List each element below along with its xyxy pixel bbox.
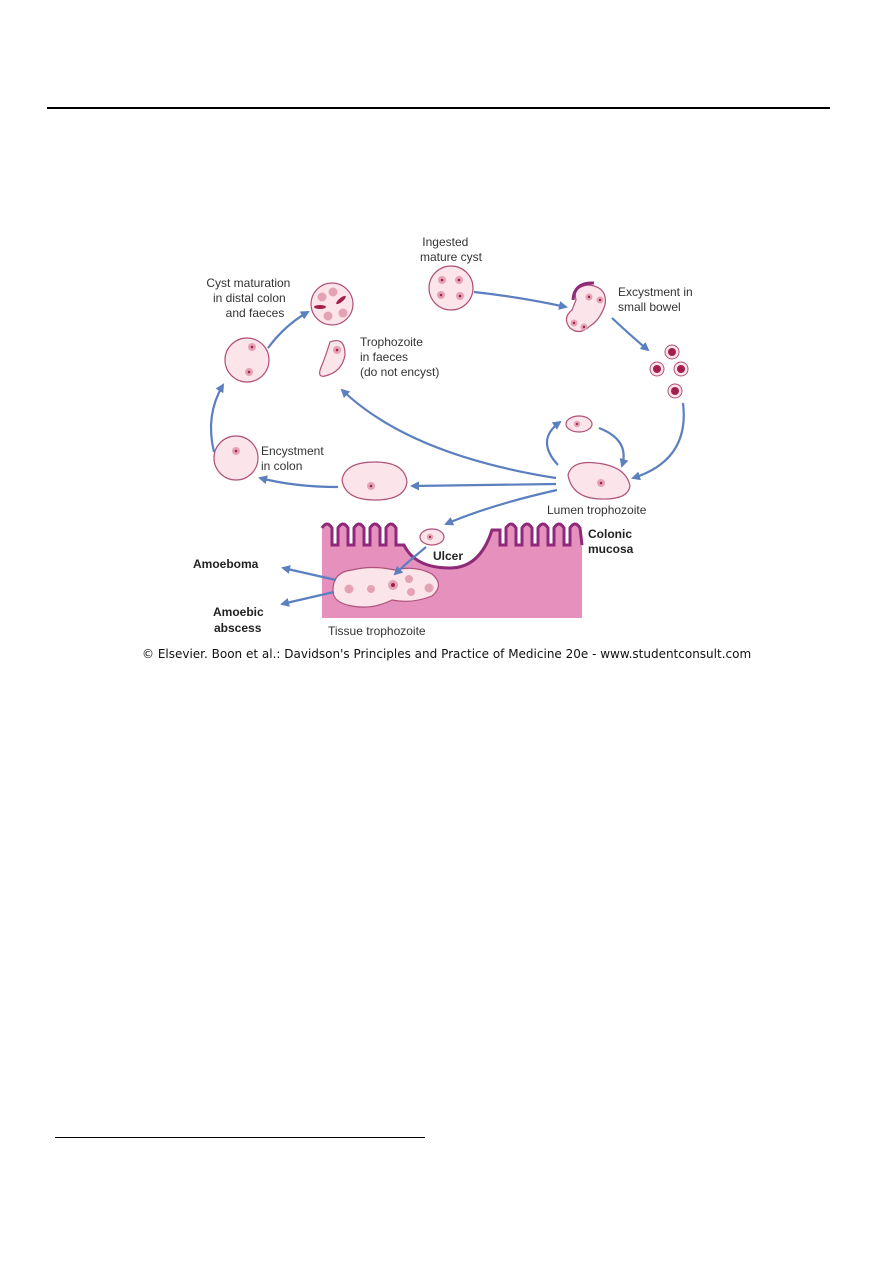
arrow-amoebulae-to-lumen	[631, 402, 685, 481]
arrow-lumen-to-small-loop	[545, 420, 562, 466]
label-amoeboma: Amoeboma	[193, 557, 259, 571]
encysting-cell	[213, 435, 259, 481]
arrow-ulcer-to-tissue	[393, 546, 427, 576]
label-colonic-mucosa: Colonic mucosa	[588, 527, 635, 556]
trophozoite-in-faeces	[319, 339, 346, 377]
label-tissue-trophozoite: Tissue trophozoite	[328, 624, 426, 638]
life-cycle-arrows	[209, 290, 685, 607]
arrow-binucleate-to-maturing	[267, 311, 310, 349]
label-ulcer: Ulcer	[433, 549, 463, 563]
footnote-rule	[55, 1137, 425, 1138]
arrow-excyst-to-amoebulae	[611, 317, 650, 352]
arrow-encyst-to-binucleate	[209, 383, 225, 453]
label-encystment: Encystment in colon	[261, 444, 327, 473]
lumen-trophozoite-cell	[567, 461, 631, 500]
ingested-mature-cyst	[428, 265, 474, 311]
excysting-amoeba	[565, 281, 607, 333]
mucosa-surface-edge	[320, 522, 584, 570]
arrow-lumen-to-faeces-troph	[340, 388, 557, 480]
arrow-lumen-to-precyst	[410, 481, 557, 491]
precyst	[341, 461, 408, 501]
label-trophozoite-faeces: Trophozoite in faeces (do not encyst)	[360, 335, 439, 379]
arrow-ingest-to-excyst	[473, 290, 568, 310]
label-amoebic-abscess: Amoebic abscess	[213, 605, 267, 635]
invading-trophozoite	[419, 528, 445, 546]
arrow-lumen-to-ulcer	[444, 488, 558, 526]
binucleate-cyst	[224, 337, 270, 383]
arrow-small-to-lumen	[598, 426, 629, 468]
released-amoebulae	[649, 344, 689, 399]
arrow-to-amoeboma	[281, 565, 337, 582]
figure-credit: © Elsevier. Boon et al.: Davidson's Prin…	[142, 647, 751, 661]
top-rule	[47, 107, 830, 109]
tissue-trophozoite-cell	[332, 566, 440, 608]
arrow-precyst-to-encyst	[258, 475, 339, 489]
label-ingested-cyst: Ingested mature cyst	[420, 235, 483, 264]
label-excystment: Excystment in small bowel	[618, 285, 696, 314]
small-trophozoite	[565, 415, 593, 433]
maturing-cyst	[310, 282, 354, 326]
arrow-to-abscess	[280, 590, 335, 607]
label-lumen-trophozoite: Lumen trophozoite	[547, 503, 647, 517]
label-cyst-maturation: Cyst maturation in distal colon and faec…	[206, 276, 293, 320]
